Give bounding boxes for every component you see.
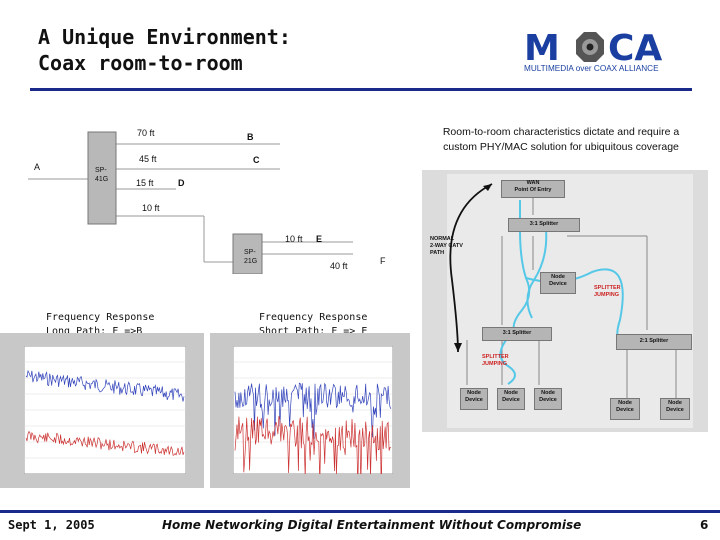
length-15ft: 15 ft [136,178,154,188]
splitter-top-box [508,218,580,232]
node-c-label: C [253,155,260,165]
node-device-box-2 [460,388,488,410]
caption-long-line1: Frequency Response [46,312,155,323]
node-d-label: D [178,178,185,188]
node6-line1: Node [668,400,682,406]
logo-connector-icon [576,32,604,62]
short-path-series-blue [234,382,392,439]
node-e-label: E [316,234,323,244]
moca-logo: M CA MULTIMEDIA over COAX ALLIANCE [522,26,702,76]
splitter-top-label: 3:1 Splitter [529,221,559,227]
node1-line1: Node [551,274,565,280]
wan-line2: Point Of Entry [514,187,552,193]
length-70ft: 70 ft [137,128,155,138]
caption-short-path: Frequency Response Short Path: F => E [259,311,367,339]
wan-box [501,180,565,198]
logo-wordmark-right: CA [608,28,662,69]
node1-line2: Device [549,281,567,287]
footer-date: Sept 1, 2005 [8,518,95,532]
node2-line1: Node [467,390,481,396]
caption-long-path: Frequency Response Long Path: F =>B [46,311,154,339]
title-line-2: Coax room-to-room [38,51,243,75]
length-45ft: 45 ft [139,154,157,164]
long-path-series-red [25,430,185,456]
page-title: A Unique Environment: Coax room-to-room [38,24,291,76]
logo-subtitle: MULTIMEDIA over COAX ALLIANCE [524,64,659,73]
node2-line2: Device [465,397,483,403]
jump1-line2: JUMPING [594,292,620,298]
room-to-room-note: Room-to-room characteristics dictate and… [442,126,680,153]
splitter2-label-line2: 21G [244,258,258,265]
node-f-label: F [380,256,386,266]
node3-line2: Device [502,397,520,403]
splitter-right-box [616,334,692,350]
wan-label: WAN Point Of Entry [501,180,565,194]
logo-wordmark-left: M [524,28,560,69]
normal-path-line2: 2-WAY CATV [430,243,463,249]
plot-short-path [233,346,393,474]
long-path-series-blue [25,369,185,402]
node-device-box-1 [540,272,576,294]
splitter1-label-line2: 41G [95,176,109,183]
node-b-label: B [247,132,254,142]
length-40ft: 40 ft [330,261,348,271]
splitter2-label-line1: SP- [244,249,256,256]
wan-line1: WAN [526,180,540,186]
normal-path-line1: NORMAL [430,236,455,242]
node-a-label: A [34,162,41,172]
jump1-line1: SPLITTER [594,285,621,291]
node-device-box-6 [660,398,690,420]
jump2-line2: JUMPING [482,361,508,367]
coax-topology-diagram [28,131,353,274]
splitter-sp21g [232,233,263,274]
caption-long-line2: Long Path: F =>B [46,326,143,337]
length-10ft-a: 10 ft [142,203,160,213]
normal-path-label: NORMAL 2-WAY CATV PATH [430,236,463,257]
splitter-jumping-label-1: SPLITTER JUMPING [594,285,621,299]
footer-rule [0,510,720,513]
splitter-left-label: 3:1 Splitter [502,330,532,336]
jump2-line1: SPLITTER [482,354,509,360]
header-rule [30,88,692,91]
caption-short-line1: Frequency Response [259,312,368,323]
splitter-sp41g [87,131,117,225]
splitter-right-label: 2:1 Splitter [639,338,669,344]
node5-line1: Node [618,400,632,406]
network-diagram: WAN Point Of Entry 3:1 Splitter 3:1 Spli… [422,170,708,432]
node3-line1: Node [504,390,518,396]
footer-tagline: Home Networking Digital Entertainment Wi… [162,518,582,532]
length-10ft-b: 10 ft [285,234,303,244]
node4-line2: Device [539,397,557,403]
splitter-left-box [482,327,552,341]
normal-path-line3: PATH [430,250,445,256]
node5-line2: Device [616,407,634,413]
splitter1-label-line1: SP- [95,167,107,174]
short-path-series-red [234,416,392,474]
splitter-jumping-label-2: SPLITTER JUMPING [482,354,509,368]
node-device-box-3 [497,388,525,410]
splitter1-label: SP- 41G [95,166,108,184]
node4-line1: Node [541,390,555,396]
caption-short-line2: Short Path: F => E [259,326,368,337]
node6-line2: Device [666,407,684,413]
node-device-box-5 [610,398,640,420]
title-line-1: A Unique Environment: [38,25,291,49]
node-device-box-4 [534,388,562,410]
plot-long-path [24,346,186,474]
page-number: 6 [700,518,709,532]
splitter2-label: SP- 21G [244,248,257,266]
